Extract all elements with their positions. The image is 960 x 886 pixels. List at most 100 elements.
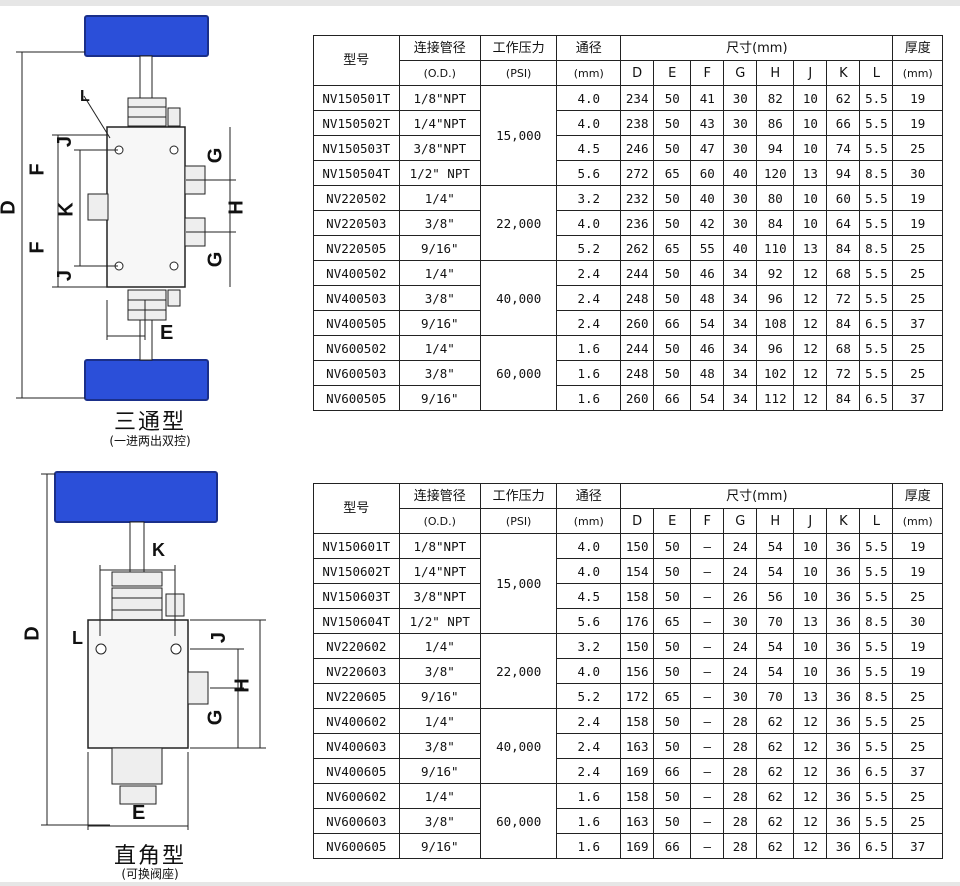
cell-dim: 70 — [756, 608, 795, 634]
cell-bore: 1.6 — [556, 783, 622, 809]
cell-dim: 47 — [690, 135, 725, 161]
cell-bore: 1.6 — [556, 360, 622, 386]
cell-dim: 30 — [723, 135, 758, 161]
cell-bore: 2.4 — [556, 758, 622, 784]
cell-pipe: 1/4" — [398, 633, 482, 659]
cell-pipe: 1/4" — [398, 260, 482, 286]
bottom-fitting — [111, 747, 163, 785]
cell-dim: 66 — [826, 110, 861, 136]
cell-dim: 28 — [723, 708, 758, 734]
header-thickness-unit: (mm) — [892, 60, 943, 86]
cell-dim: 10 — [793, 110, 828, 136]
cell-dim: 244 — [620, 335, 655, 361]
cell-model: NV150503T — [313, 135, 400, 161]
cell-model: NV150602T — [313, 558, 400, 584]
cell-model: NV150601T — [313, 533, 400, 559]
three-way-spec-table: 型号 连接管径 工作压力 通径 尺寸(mm) 厚度 (O.D.) (PSI) (… — [313, 35, 943, 411]
cell-dim: 65 — [653, 608, 692, 634]
cell-dim: 36 — [826, 558, 861, 584]
cell-thickness: 30 — [892, 608, 943, 634]
bottom-lock-screw — [167, 289, 181, 307]
header-bore: 通径 — [556, 35, 622, 61]
cell-dim: 150 — [620, 633, 655, 659]
cell-dim: 10 — [793, 85, 828, 111]
cell-dim: – — [690, 683, 725, 709]
cell-dim: 30 — [723, 185, 758, 211]
header-dim-H: H — [756, 508, 795, 534]
dim-label-J: J — [208, 631, 231, 644]
cell-dim: 34 — [723, 260, 758, 286]
cell-bore: 5.2 — [556, 683, 622, 709]
header-dim-K: K — [826, 508, 861, 534]
cell-bore: 4.0 — [556, 558, 622, 584]
cell-dim: 5.5 — [859, 110, 894, 136]
cell-dim: 110 — [756, 235, 795, 261]
bottom-stem — [139, 319, 153, 361]
cell-dim: 156 — [620, 658, 655, 684]
cell-dim: 232 — [620, 185, 655, 211]
cell-dim: 94 — [826, 160, 861, 186]
cell-dim: 46 — [690, 335, 725, 361]
cell-dim: 10 — [793, 533, 828, 559]
cell-dim: 74 — [826, 135, 861, 161]
cell-pressure: 15,000 — [479, 85, 558, 186]
cell-dim: 62 — [756, 833, 795, 859]
bottom-nut — [127, 289, 167, 321]
cell-dim: 12 — [793, 385, 828, 411]
mount-hole — [169, 261, 179, 271]
header-dim-E: E — [653, 508, 692, 534]
dim-label-E: E — [160, 322, 174, 344]
cell-bore: 5.2 — [556, 235, 622, 261]
dim-label-G: G — [204, 709, 227, 726]
cell-pipe: 9/16" — [398, 385, 482, 411]
cell-dim: – — [690, 783, 725, 809]
cell-dim: 36 — [826, 783, 861, 809]
cell-dim: 50 — [653, 558, 692, 584]
cell-dim: 50 — [653, 260, 692, 286]
cell-thickness: 25 — [892, 235, 943, 261]
header-dim-J: J — [793, 60, 828, 86]
dim-label-H: H — [225, 200, 248, 215]
cell-dim: 5.5 — [859, 85, 894, 111]
cell-model: NV220502 — [313, 185, 400, 211]
cell-dim: 70 — [756, 683, 795, 709]
cell-dim: 50 — [653, 658, 692, 684]
cell-dim: 55 — [690, 235, 725, 261]
cell-bore: 4.0 — [556, 85, 622, 111]
header-pressure-unit: (PSI) — [479, 508, 558, 534]
cell-dim: 12 — [793, 310, 828, 336]
cell-dim: 36 — [826, 608, 861, 634]
header-thickness: 厚度 — [892, 35, 943, 61]
cell-dim: 72 — [826, 360, 861, 386]
cell-dim: 72 — [826, 285, 861, 311]
cell-pipe: 3/8"NPT — [398, 583, 482, 609]
header-pipe: 连接管径 — [398, 35, 482, 61]
cell-bore: 2.4 — [556, 310, 622, 336]
header-bore-unit: (mm) — [556, 508, 622, 534]
handle — [54, 471, 218, 523]
three-way-title: 三通型 — [113, 410, 186, 435]
cell-dim: 272 — [620, 160, 655, 186]
header-dim-J: J — [793, 508, 828, 534]
cell-dim: 108 — [756, 310, 795, 336]
cell-dim: 26 — [723, 583, 758, 609]
cell-model: NV220603 — [313, 658, 400, 684]
cell-pipe: 1/4" — [398, 708, 482, 734]
cell-dim: 68 — [826, 335, 861, 361]
cell-bore: 2.4 — [556, 708, 622, 734]
cell-pipe: 1/2" NPT — [398, 160, 482, 186]
cell-dim: 6.5 — [859, 833, 894, 859]
cell-model: NV150504T — [313, 160, 400, 186]
cell-thickness: 25 — [892, 135, 943, 161]
cell-pipe: 1/8"NPT — [398, 85, 482, 111]
cell-dim: 5.5 — [859, 260, 894, 286]
